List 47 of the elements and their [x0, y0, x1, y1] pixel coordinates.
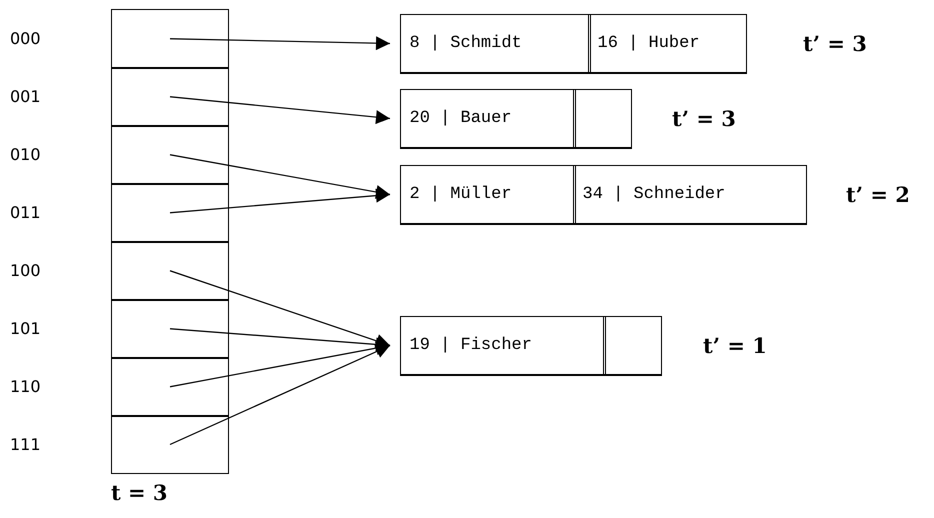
bucket-box: [400, 89, 632, 148]
arrow: [170, 36, 390, 50]
directory-cell: [111, 67, 229, 126]
record-text: 8 | Schmidt: [410, 34, 522, 53]
record-slot: [400, 316, 606, 376]
directory-cell: [111, 183, 229, 242]
row-address: 011: [10, 203, 41, 222]
directory-cell: [111, 241, 229, 300]
global-depth-label: t = 3: [111, 480, 168, 505]
row-address: 010: [10, 145, 41, 164]
record-slot: [400, 14, 590, 74]
record-text: 2 | Müller: [410, 185, 512, 204]
arrow: [170, 188, 390, 214]
row-address: 111: [10, 435, 41, 454]
record-text: 19 | Fischer: [410, 336, 532, 355]
empty-slot: [602, 316, 662, 376]
arrow: [170, 344, 390, 446]
directory-cell: [111, 415, 229, 474]
arrow: [170, 154, 390, 199]
arrow: [170, 328, 390, 352]
bucket-box: [400, 165, 807, 224]
directory-cell: [111, 125, 229, 184]
row-address: 001: [10, 87, 41, 106]
bucket-box: [400, 14, 747, 73]
local-depth-label: t’ = 3: [672, 106, 736, 131]
directory-cell: [111, 9, 229, 68]
row-address: 110: [10, 377, 41, 396]
record-slot: [400, 164, 576, 224]
row-address: 101: [10, 319, 41, 338]
empty-slot: [572, 88, 632, 148]
row-address: 000: [10, 29, 41, 48]
directory-cell: [111, 357, 229, 416]
record-text: 16 | Huber: [598, 34, 700, 53]
local-depth-label: t’ = 1: [703, 333, 767, 358]
local-depth-label: t’ = 2: [846, 182, 910, 207]
record-text: 20 | Bauer: [410, 109, 512, 128]
arrow: [170, 96, 390, 124]
record-text: 34 | Schneider: [582, 185, 726, 204]
arrow: [170, 341, 390, 388]
record-slot: [400, 88, 576, 148]
local-depth-label: t’ = 3: [803, 31, 867, 56]
bucket-box: [400, 316, 662, 375]
directory-cell: [111, 299, 229, 358]
record-slot: [588, 14, 746, 74]
row-address: 100: [10, 261, 41, 280]
record-slot: [572, 164, 806, 224]
arrow: [170, 270, 390, 348]
